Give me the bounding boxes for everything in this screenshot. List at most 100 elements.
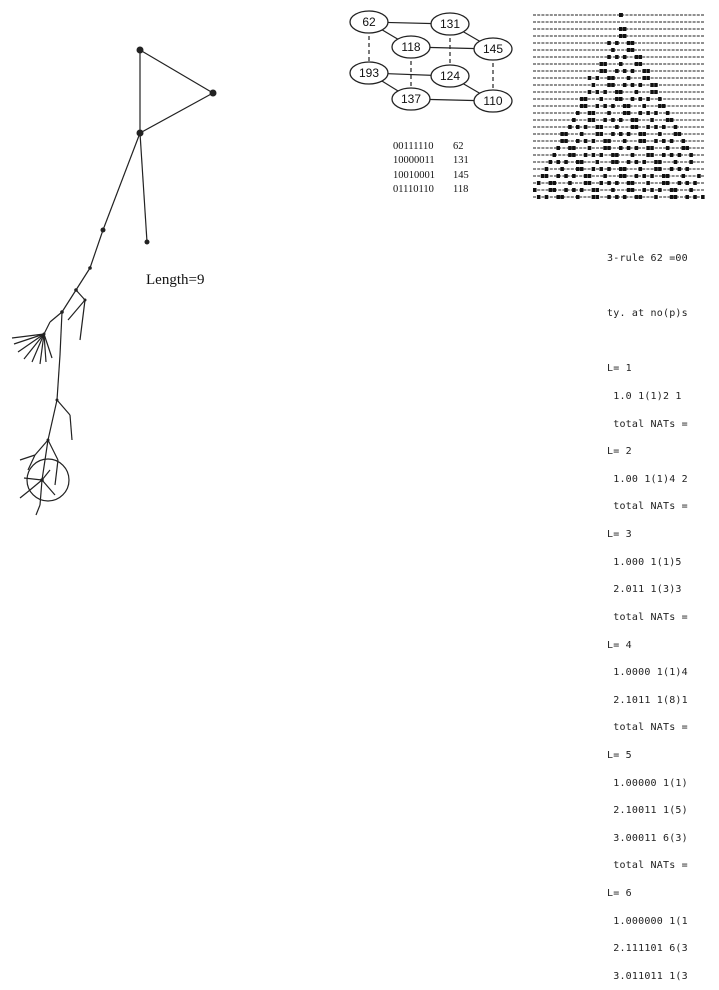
pattern-cell bbox=[630, 188, 635, 192]
listing-line: L= 1 bbox=[607, 363, 632, 375]
pattern-cell bbox=[603, 139, 607, 143]
node-label: 62 bbox=[362, 15, 376, 29]
pattern-cell bbox=[665, 118, 670, 122]
pattern-cell bbox=[619, 167, 623, 171]
pattern-cell bbox=[634, 195, 639, 199]
pattern-cell bbox=[685, 146, 689, 150]
pattern-cell bbox=[630, 153, 635, 157]
pattern-cell bbox=[615, 195, 619, 199]
pattern-cell bbox=[587, 90, 592, 94]
pattern-cell bbox=[603, 90, 607, 94]
pattern-cell bbox=[603, 146, 607, 150]
pattern-cell bbox=[572, 153, 576, 157]
pattern-cell bbox=[669, 167, 674, 171]
pattern-cell bbox=[642, 104, 646, 108]
state-graph-labels: 62 131 118 145 193 124 137 110 bbox=[359, 15, 503, 108]
pattern-cell bbox=[572, 146, 576, 150]
pattern-cell bbox=[607, 195, 611, 199]
pattern-cell bbox=[619, 97, 623, 101]
pattern-cell bbox=[595, 188, 600, 192]
pattern-cell bbox=[607, 83, 611, 87]
pattern-cell bbox=[595, 90, 600, 94]
pattern-cell bbox=[626, 132, 631, 136]
pattern-cell bbox=[564, 132, 568, 136]
pattern-cell bbox=[548, 188, 553, 192]
pattern-cell bbox=[669, 188, 674, 192]
pattern-cell bbox=[662, 174, 666, 178]
pattern-cell bbox=[603, 174, 607, 178]
pattern-cell bbox=[579, 104, 584, 108]
pattern-cell bbox=[615, 181, 619, 185]
pattern-cell bbox=[568, 181, 572, 185]
pattern-cell bbox=[638, 55, 643, 59]
pattern-cell bbox=[611, 118, 615, 122]
pattern-cell bbox=[591, 83, 596, 87]
pattern-cell bbox=[544, 195, 549, 199]
pattern-cell bbox=[622, 34, 627, 38]
pattern-cell bbox=[622, 69, 627, 73]
pattern-cell bbox=[587, 118, 592, 122]
pattern-cell bbox=[607, 76, 611, 80]
pattern-cell bbox=[548, 160, 553, 164]
highlight-circle bbox=[26, 458, 70, 502]
pattern-cell bbox=[607, 181, 611, 185]
pattern-cell bbox=[591, 111, 596, 115]
pattern-cell bbox=[634, 90, 639, 94]
node-label: 124 bbox=[440, 69, 460, 83]
pattern-cell bbox=[615, 55, 619, 59]
pattern-cell bbox=[622, 174, 627, 178]
pattern-cell bbox=[599, 181, 603, 185]
pattern-cell bbox=[611, 188, 615, 192]
pattern-cell bbox=[611, 83, 615, 87]
pattern-cell bbox=[626, 104, 631, 108]
pattern-cell bbox=[638, 195, 643, 199]
listing-line: 1.0 1(1)2 1 bbox=[607, 391, 682, 403]
pattern-cell bbox=[599, 62, 603, 66]
pattern-cell bbox=[579, 188, 584, 192]
listing-line: 1.0000 1(1)4 bbox=[607, 667, 688, 679]
pattern-cell bbox=[544, 174, 549, 178]
pattern-cell bbox=[626, 41, 631, 45]
pattern-cell bbox=[615, 90, 619, 94]
pattern-cell bbox=[568, 125, 572, 129]
node-label: 118 bbox=[401, 40, 420, 54]
pattern-cell bbox=[619, 118, 623, 122]
pattern-cell bbox=[673, 195, 678, 199]
pattern-cell bbox=[665, 174, 670, 178]
listing-line: 2.10011 1(5) bbox=[607, 805, 688, 817]
pattern-cell bbox=[595, 125, 600, 129]
pattern-cell bbox=[689, 153, 693, 157]
pattern-cell bbox=[658, 104, 662, 108]
pattern-cell bbox=[552, 153, 557, 157]
pattern-cell bbox=[634, 62, 639, 66]
pattern-cell bbox=[544, 167, 549, 171]
decimal-value: 62 bbox=[453, 141, 464, 152]
pattern-cell bbox=[587, 111, 592, 115]
pattern-cell bbox=[583, 181, 588, 185]
rule-header: 3-rule 62 =00 bbox=[607, 253, 688, 265]
pattern-cell bbox=[626, 188, 631, 192]
pattern-cell bbox=[677, 181, 682, 185]
pattern-cell bbox=[591, 118, 596, 122]
pattern-cell bbox=[630, 125, 635, 129]
pattern-cell bbox=[611, 132, 615, 136]
pattern-cell bbox=[619, 90, 623, 94]
pattern-cell bbox=[681, 139, 686, 143]
pattern-cell bbox=[634, 125, 639, 129]
decimal-value: 145 bbox=[453, 169, 469, 181]
pattern-cell bbox=[642, 139, 646, 143]
pattern-cell bbox=[591, 139, 596, 143]
pattern-cell bbox=[638, 167, 643, 171]
pattern-cell bbox=[658, 160, 662, 164]
table-row: 01110110 118 bbox=[393, 183, 483, 197]
pattern-cell bbox=[568, 146, 572, 150]
listing-line: 2.111101 6(3 bbox=[607, 943, 688, 955]
listing-line: 1.00000 1(1) bbox=[607, 777, 688, 789]
pattern-cell bbox=[564, 188, 568, 192]
binary-value: 10010001 bbox=[393, 169, 435, 181]
listing-line: L= 6 bbox=[607, 888, 632, 900]
pattern-cell bbox=[650, 188, 654, 192]
pattern-cell bbox=[583, 174, 588, 178]
pattern-cell bbox=[658, 167, 662, 171]
pattern-cell bbox=[615, 41, 619, 45]
